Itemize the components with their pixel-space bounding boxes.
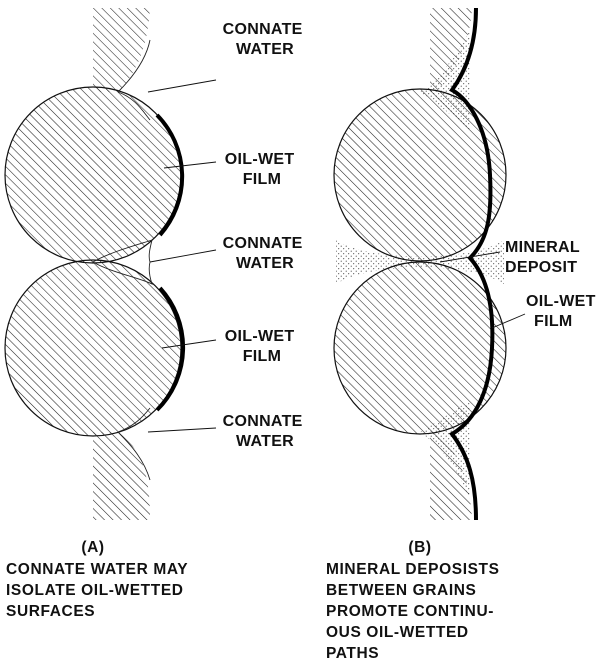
caption-id-b: (B) [408, 539, 431, 556]
grain-lower-b [334, 262, 506, 434]
caption-id-a: (A) [81, 539, 104, 556]
grain-top-a [93, 8, 150, 92]
caption-a: CONNATE WATER MAY ISOLATE OIL-WETTED SUR… [6, 561, 193, 620]
label-mineral-deposit-b: MINERAL DEPOSIT [505, 239, 584, 276]
panel-b: MINERAL DEPOSIT OIL-WET FILM (B) MINERAL… [326, 8, 600, 660]
label-oil-wet-film-2-a: OIL-WET FILM [225, 328, 299, 365]
grain-upper-b [334, 89, 506, 261]
label-oil-wet-film-1-a: OIL-WET FILM [225, 151, 299, 188]
label-connate-water-1-a: CONNATE WATER [223, 21, 308, 58]
grain-bottom-a [93, 432, 150, 520]
caption-b: MINERAL DEPOSISTS BETWEEN GRAINS PROMOTE… [326, 561, 504, 660]
label-oil-wet-film-b: OIL-WET FILM [526, 293, 600, 330]
grain-lower-a [5, 260, 181, 436]
label-connate-water-3-a: CONNATE WATER [223, 413, 308, 450]
label-connate-water-2-a: CONNATE WATER [223, 235, 308, 272]
panel-a: CONNATE WATER OIL-WET FILM CONNATE WATER… [5, 8, 307, 620]
grain-upper-a [5, 87, 181, 263]
